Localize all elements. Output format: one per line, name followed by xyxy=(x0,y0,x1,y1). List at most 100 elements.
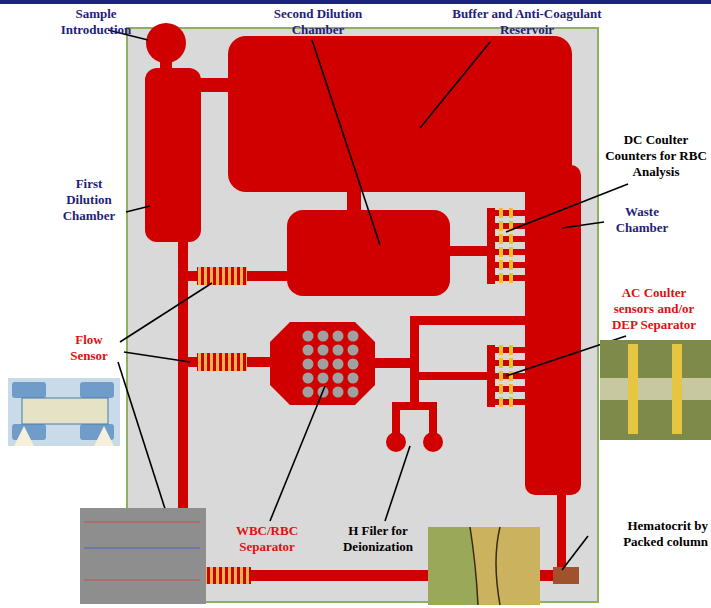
electrode xyxy=(509,208,513,218)
sensor-channel xyxy=(487,347,527,353)
separator-photo xyxy=(80,508,206,604)
electrode xyxy=(499,273,503,283)
sample-inlet xyxy=(146,23,186,63)
counter-channel xyxy=(487,275,527,281)
sensor-channel xyxy=(487,386,527,392)
pillar xyxy=(303,345,314,356)
pillar xyxy=(348,345,359,356)
pillar xyxy=(348,387,359,398)
electrode xyxy=(499,208,503,218)
second-dilution-chamber xyxy=(287,210,450,296)
counter-channel xyxy=(487,249,527,255)
callout-label: Buffer and Anti-Coagulant Reservoir xyxy=(452,6,602,38)
leader-line xyxy=(506,184,628,232)
photo-ground xyxy=(428,527,540,605)
counter-channel xyxy=(487,262,527,268)
leader-line xyxy=(126,206,150,212)
photo-stream xyxy=(84,522,200,523)
photo-pad xyxy=(80,382,114,398)
electrode xyxy=(499,221,503,231)
photo-channel xyxy=(600,378,711,400)
callout-label: First Dilution Chamber xyxy=(52,176,126,224)
electrode xyxy=(499,371,503,381)
photo-probe xyxy=(14,426,34,446)
photo-wall xyxy=(470,527,500,605)
manifold xyxy=(487,208,495,284)
photo-pad xyxy=(12,382,46,398)
sensor-channel xyxy=(487,360,527,366)
photo-electrode xyxy=(672,344,682,434)
photo-probe xyxy=(94,426,114,446)
counter-channel xyxy=(487,210,527,216)
pillar xyxy=(303,359,314,370)
pillar xyxy=(348,373,359,384)
electrode xyxy=(499,234,503,244)
electrode xyxy=(499,397,503,407)
callout-label: Second Dilution Chamber xyxy=(262,6,374,38)
photo-region xyxy=(428,527,478,605)
electrode xyxy=(509,273,513,283)
pillar xyxy=(303,331,314,342)
photo-stream xyxy=(84,580,200,581)
electrode xyxy=(499,260,503,270)
h-filter-photo xyxy=(428,527,540,605)
flow-sensor xyxy=(197,353,247,371)
callout-label: Sample Introduction xyxy=(54,6,138,38)
channel xyxy=(448,246,492,256)
callout-label: DC Coulter Counters for RBC Analysis xyxy=(604,132,708,180)
pillar xyxy=(333,373,344,384)
leader-line xyxy=(270,386,325,521)
pillar xyxy=(303,387,314,398)
flow-sensor xyxy=(197,267,247,285)
electrode xyxy=(499,358,503,368)
photo-stream xyxy=(84,548,200,549)
filter-port xyxy=(423,432,443,452)
filter-port xyxy=(386,432,406,452)
channel xyxy=(419,372,489,380)
buffer-reservoir xyxy=(228,36,572,192)
callout-label: Flow Sensor xyxy=(56,332,122,364)
callout-label: Hematocrit by Packed column xyxy=(592,518,708,550)
first-dilution-chamber xyxy=(145,68,201,242)
channel xyxy=(199,78,231,92)
electrode xyxy=(499,247,503,257)
counter-channel xyxy=(487,236,527,242)
pillar xyxy=(318,331,329,342)
pillar xyxy=(333,331,344,342)
pillar xyxy=(333,359,344,370)
pillar xyxy=(348,331,359,342)
leader-line xyxy=(562,222,604,228)
electrode xyxy=(509,397,513,407)
leader-line xyxy=(385,446,410,521)
ac-sensor-photo xyxy=(600,340,711,440)
photo-electrode xyxy=(628,344,638,434)
pillar xyxy=(333,387,344,398)
leader-line xyxy=(124,352,190,362)
callout-label: WBC/RBC Separator xyxy=(224,523,310,555)
electrode xyxy=(509,234,513,244)
leader-line xyxy=(562,536,588,570)
flow-sensor-photo xyxy=(8,378,120,446)
pillar xyxy=(333,345,344,356)
callout-label: H Filer for Deionization xyxy=(330,523,426,555)
sensor-channel xyxy=(487,399,527,405)
electrode xyxy=(509,384,513,394)
pillar xyxy=(348,359,359,370)
pillar xyxy=(318,373,329,384)
electrode xyxy=(509,345,513,355)
electrode xyxy=(499,384,503,394)
callout-label: Waste Chamber xyxy=(606,204,678,236)
waste-chamber xyxy=(525,165,581,495)
leader-line xyxy=(120,283,212,342)
photo-channel xyxy=(22,398,108,424)
electrode xyxy=(509,260,513,270)
photo-ground xyxy=(8,378,120,446)
channel xyxy=(557,490,566,574)
callout-label: AC Coulter sensors and/or DEP Separator xyxy=(600,285,708,333)
pillar xyxy=(303,373,314,384)
leader-line xyxy=(312,40,380,245)
channel xyxy=(410,316,419,410)
pillar xyxy=(318,345,329,356)
